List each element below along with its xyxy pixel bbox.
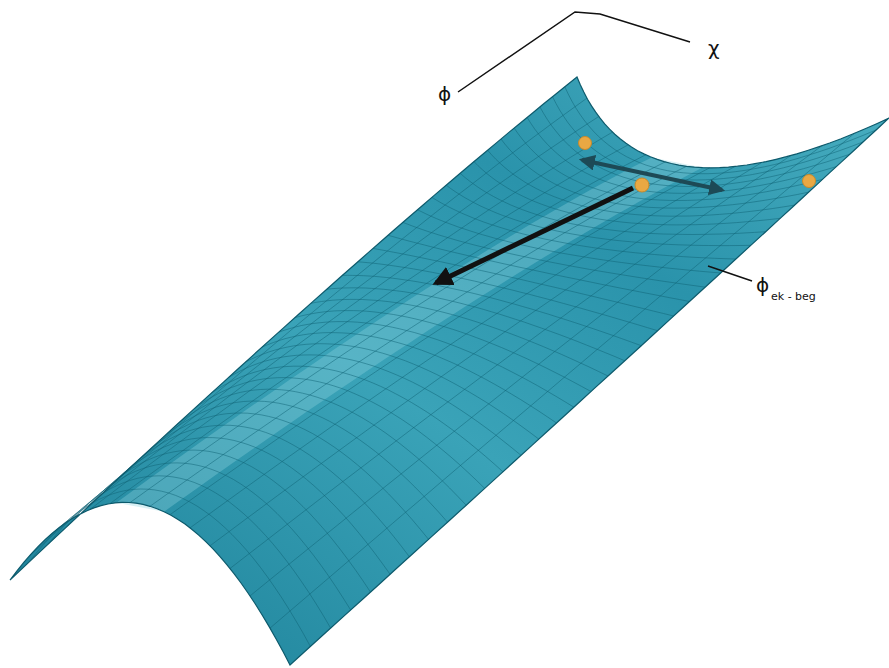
grid-line bbox=[229, 355, 521, 455]
saddle-surface bbox=[10, 77, 889, 665]
axis-label: χ bbox=[708, 38, 720, 58]
field-dot bbox=[803, 175, 816, 188]
grid-line bbox=[501, 139, 809, 208]
grid-line bbox=[29, 489, 310, 647]
grid-line bbox=[388, 235, 689, 301]
grid-line bbox=[230, 156, 791, 569]
axis-lines bbox=[458, 12, 690, 92]
grid-line bbox=[123, 425, 409, 557]
grid-line bbox=[210, 162, 762, 545]
ridge-arrow bbox=[582, 160, 722, 190]
grid-line bbox=[86, 450, 370, 592]
grid-line bbox=[110, 155, 646, 504]
grid-line bbox=[488, 150, 795, 216]
grid-line bbox=[262, 333, 556, 423]
surface-fill bbox=[10, 77, 889, 665]
grid-line bbox=[446, 185, 751, 245]
field-label: ϕ bbox=[756, 275, 769, 295]
grid-line bbox=[212, 366, 503, 472]
grid-line bbox=[245, 344, 538, 439]
grid-line bbox=[177, 389, 467, 505]
grid-line bbox=[194, 378, 485, 489]
grid-line bbox=[30, 98, 587, 555]
grid-line bbox=[514, 128, 823, 200]
field-dot bbox=[579, 137, 592, 150]
descent-arrow bbox=[436, 188, 633, 283]
field-dot bbox=[635, 178, 649, 192]
grid-line bbox=[327, 288, 625, 361]
grid-line bbox=[540, 107, 850, 187]
grid-line bbox=[460, 173, 766, 234]
axis-label: ϕ bbox=[438, 84, 451, 104]
grid-line bbox=[50, 117, 599, 536]
grid-line bbox=[342, 275, 641, 345]
grid-line bbox=[49, 476, 331, 628]
grid-line bbox=[270, 133, 854, 628]
grid-line bbox=[295, 311, 591, 392]
grid-line bbox=[141, 413, 429, 539]
leader-line bbox=[708, 266, 752, 281]
grid-line bbox=[358, 262, 658, 331]
grid-line bbox=[190, 167, 735, 528]
grid-line bbox=[67, 463, 350, 610]
field-label-subscript: ek - beg bbox=[771, 291, 816, 302]
grid-line bbox=[432, 197, 736, 259]
surface-edge bbox=[10, 77, 889, 665]
grid-line bbox=[90, 145, 628, 510]
grid-line bbox=[279, 322, 574, 408]
grid-line bbox=[150, 166, 687, 506]
